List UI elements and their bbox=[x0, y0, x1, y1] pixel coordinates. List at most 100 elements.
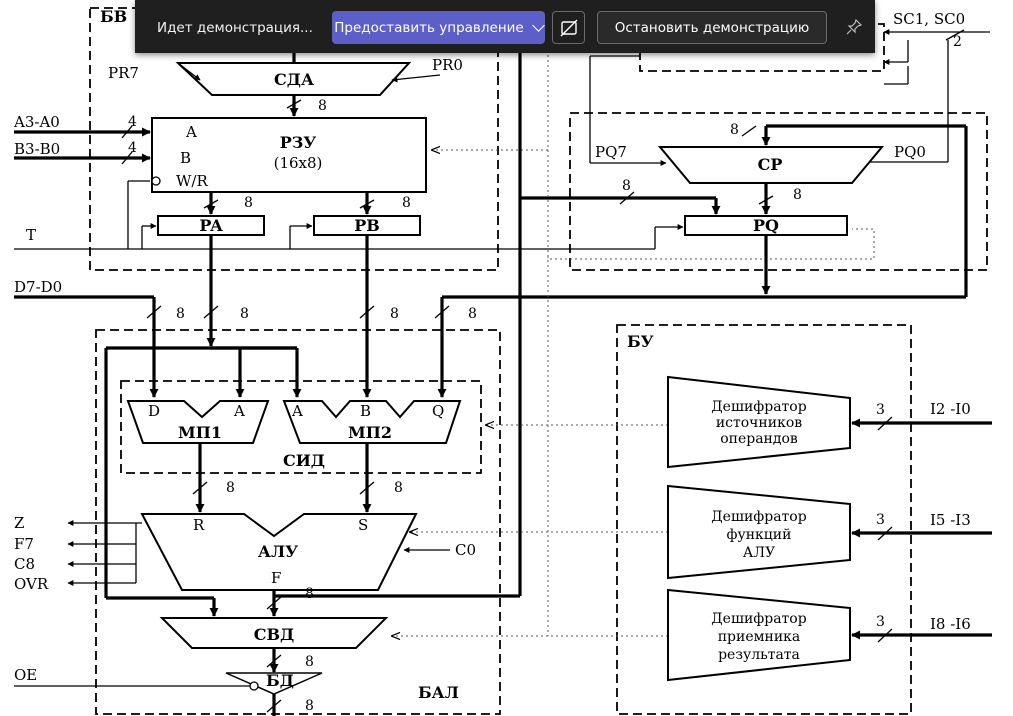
i86-label: I8 -I6 bbox=[930, 615, 971, 633]
bd-label: БД bbox=[266, 671, 294, 690]
hide-window-button[interactable] bbox=[552, 11, 585, 44]
function-decoder-line3: АЛУ bbox=[743, 545, 775, 561]
f7-flag-label: F7 bbox=[14, 535, 34, 553]
pr7-label: PR7 bbox=[108, 64, 139, 82]
mp2-a-port: A bbox=[291, 402, 303, 420]
c8-flag-label: C8 bbox=[14, 555, 35, 573]
destination-decoder-line2: приемника bbox=[718, 629, 801, 645]
source-decoder-line2: источников bbox=[716, 415, 802, 431]
pq-out-width: 8 bbox=[468, 306, 477, 322]
chevron-down-icon bbox=[531, 18, 545, 32]
pq0-label: PQ0 bbox=[894, 143, 926, 161]
alu-s-port: S bbox=[358, 516, 368, 534]
pa-in-width: 8 bbox=[244, 195, 253, 211]
source-decoder bbox=[667, 375, 851, 469]
pin-toolbar-button[interactable] bbox=[841, 14, 867, 40]
rzu-size-label: (16x8) bbox=[274, 154, 323, 172]
source-decoder-line1: Дешифратор bbox=[711, 399, 806, 415]
bv-title: БВ bbox=[100, 7, 127, 26]
svd-multiplexer bbox=[159, 617, 389, 649]
svd-label: СВД bbox=[254, 625, 294, 644]
block-outlines bbox=[89, 7, 988, 715]
destination-decoder bbox=[667, 588, 851, 682]
rzu-memory bbox=[151, 117, 427, 193]
addr-b-width: 4 bbox=[128, 140, 137, 156]
sharing-status-text: Идет демонстрация... bbox=[157, 20, 313, 36]
svd-out-width: 8 bbox=[305, 654, 314, 670]
t-label: T bbox=[26, 226, 36, 244]
sc-width: 2 bbox=[953, 34, 962, 50]
pq-label: PQ bbox=[753, 216, 779, 235]
sda-bus-width: 8 bbox=[318, 98, 327, 114]
addr-a-label: A3-A0 bbox=[13, 113, 60, 131]
i53-label: I5 -I3 bbox=[930, 511, 971, 529]
wr-inverter bbox=[151, 176, 161, 186]
alu bbox=[140, 513, 418, 591]
bu-outline bbox=[616, 324, 912, 715]
mp1-multiplexer bbox=[126, 400, 270, 444]
destination-decoder-line3: результата bbox=[718, 647, 800, 663]
function-decoder-line1: Дешифратор bbox=[711, 509, 806, 525]
port-a-label: A bbox=[185, 123, 197, 141]
alu-r-port: R bbox=[193, 516, 205, 534]
mp2-b-port: B bbox=[360, 402, 371, 420]
sid-label: СИД bbox=[283, 451, 325, 470]
sda-label: СДА bbox=[274, 70, 314, 89]
mp1-label: МП1 bbox=[178, 423, 222, 442]
source-decoder-line3: операндов bbox=[720, 431, 798, 447]
alu-f-width: 8 bbox=[305, 586, 314, 602]
hide-window-icon bbox=[560, 19, 577, 36]
oe-inverter bbox=[249, 681, 259, 691]
bd-out-width: 8 bbox=[305, 698, 314, 714]
give-control-label: Предоставить управление bbox=[334, 19, 524, 36]
pq-cp-width: 8 bbox=[730, 122, 739, 138]
i53-width: 3 bbox=[876, 512, 885, 528]
d-width: 8 bbox=[176, 306, 185, 322]
give-control-button[interactable]: Предоставить управление bbox=[332, 11, 545, 44]
sid-outline bbox=[120, 380, 482, 474]
pb-in-width: 8 bbox=[402, 195, 411, 211]
sc-label: SC1, SC0 bbox=[893, 10, 965, 28]
cp-label: СР bbox=[758, 155, 783, 174]
i20-label: I2 -I0 bbox=[930, 400, 971, 418]
pb-out-width: 8 bbox=[390, 306, 399, 322]
i86-width: 3 bbox=[876, 614, 885, 630]
stop-sharing-label: Остановить демонстрацию bbox=[614, 19, 810, 36]
pin-icon bbox=[846, 19, 862, 35]
mp2-q-port: Q bbox=[432, 402, 444, 420]
addr-a-width: 4 bbox=[128, 114, 137, 130]
function-decoder bbox=[667, 484, 851, 580]
mp2-alu-width: 8 bbox=[394, 480, 403, 496]
bal-outline bbox=[95, 329, 501, 715]
ovr-flag-label: OVR bbox=[14, 575, 49, 593]
screen-share-toolbar: Идет демонстрация... Предоставить управл… bbox=[135, 0, 875, 53]
sda-shifter bbox=[175, 62, 412, 96]
bal-title: БАЛ bbox=[418, 683, 459, 702]
alu-label: АЛУ bbox=[258, 542, 298, 561]
mp1-d-port: D bbox=[148, 402, 160, 420]
pq7-label: PQ7 bbox=[595, 143, 627, 161]
port-b-label: B bbox=[180, 149, 191, 167]
cp-pq-width: 8 bbox=[793, 187, 802, 203]
pa-out-width: 8 bbox=[240, 306, 249, 322]
addr-b-label: B3-B0 bbox=[14, 140, 60, 158]
bd-buffer bbox=[225, 672, 323, 695]
mp2-multiplexer bbox=[282, 400, 462, 444]
stop-sharing-button[interactable]: Остановить демонстрацию bbox=[597, 11, 827, 44]
pa-label: PA bbox=[199, 216, 223, 235]
bu-title: БУ bbox=[627, 332, 654, 351]
rzu-label: РЗУ bbox=[280, 133, 317, 152]
alu-f-port: F bbox=[271, 569, 281, 587]
mp1-alu-width: 8 bbox=[226, 480, 235, 496]
c0-label: C0 bbox=[455, 541, 476, 559]
f-pq-width: 8 bbox=[622, 178, 631, 194]
d-label: D7-D0 bbox=[14, 278, 62, 296]
sc-register-outline bbox=[639, 23, 885, 72]
mp2-label: МП2 bbox=[348, 423, 392, 442]
port-wr-label: W/R bbox=[176, 172, 208, 190]
sp-outline bbox=[569, 112, 988, 271]
cp-shifter bbox=[657, 146, 885, 184]
function-decoder-line2: функций bbox=[727, 527, 792, 543]
oe-label: OE bbox=[14, 666, 37, 684]
